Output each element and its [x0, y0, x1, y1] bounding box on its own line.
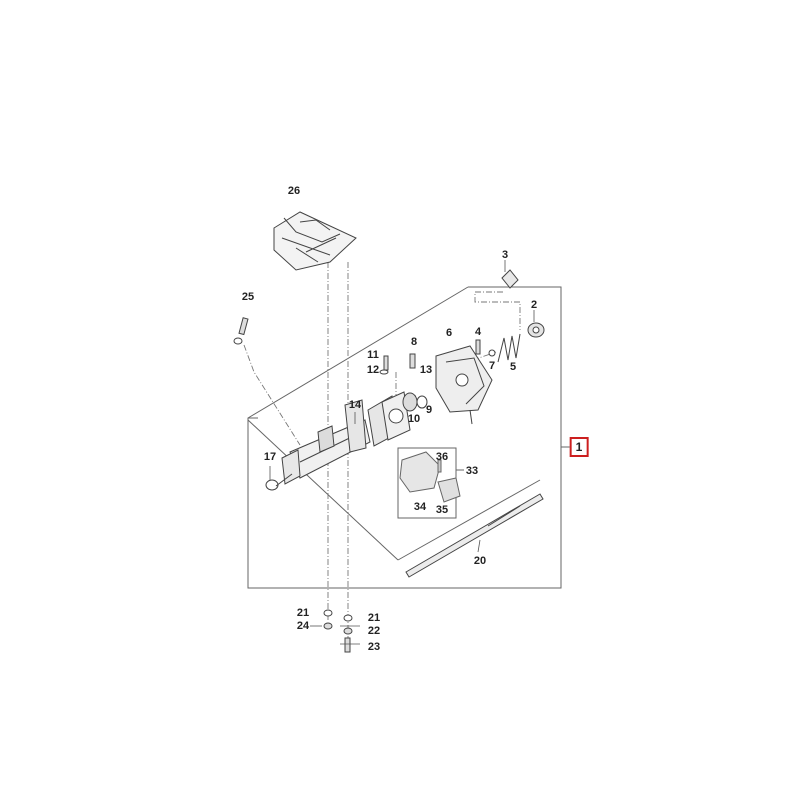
part-label-13[interactable]: 13: [419, 364, 433, 376]
subassembly-33-box: [397, 447, 464, 519]
part-label-9[interactable]: 9: [425, 404, 433, 416]
part-label-26[interactable]: 26: [287, 185, 301, 197]
part-label-12[interactable]: 12: [366, 364, 380, 376]
part-label-11[interactable]: 11: [367, 349, 379, 361]
part-label-5[interactable]: 5: [509, 361, 517, 373]
shaft-part-20: [405, 493, 544, 578]
part-label-21-left[interactable]: 21: [296, 607, 310, 619]
part-label-2[interactable]: 2: [530, 299, 538, 311]
assembly-outline: [247, 286, 570, 589]
part-label-24[interactable]: 24: [296, 620, 310, 632]
assembly-label-1[interactable]: 1: [569, 437, 589, 457]
column-assembly: [265, 399, 371, 491]
part-label-36[interactable]: 36: [435, 451, 449, 463]
leader-lines: [269, 260, 535, 645]
bracket-part-26: [273, 211, 357, 271]
bottom-hardware: [323, 609, 353, 653]
part-label-14[interactable]: 14: [348, 399, 362, 411]
part-label-4[interactable]: 4: [474, 326, 482, 338]
part-label-34[interactable]: 34: [413, 501, 427, 513]
part-label-23[interactable]: 23: [367, 641, 381, 653]
guide-lines: [243, 262, 521, 640]
nut-part-2: [527, 322, 545, 338]
part-label-17[interactable]: 17: [263, 451, 277, 463]
part-label-33[interactable]: 33: [465, 465, 479, 477]
part-label-3[interactable]: 3: [501, 249, 509, 261]
bolts: [233, 317, 496, 375]
part-label-8[interactable]: 8: [410, 336, 418, 348]
part-label-25[interactable]: 25: [241, 291, 255, 303]
clip-part-3: [501, 269, 519, 289]
part-label-22[interactable]: 22: [367, 625, 381, 637]
part-label-10[interactable]: 10: [407, 413, 421, 425]
housing-part-6: [435, 345, 493, 425]
plate-and-bearings: [367, 391, 428, 447]
spring-part-5: [497, 333, 521, 363]
part-label-7[interactable]: 7: [488, 360, 496, 372]
part-label-6[interactable]: 6: [445, 327, 453, 339]
part-label-35[interactable]: 35: [435, 504, 449, 516]
part-label-20[interactable]: 20: [473, 555, 487, 567]
part-label-21-right[interactable]: 21: [367, 612, 381, 624]
